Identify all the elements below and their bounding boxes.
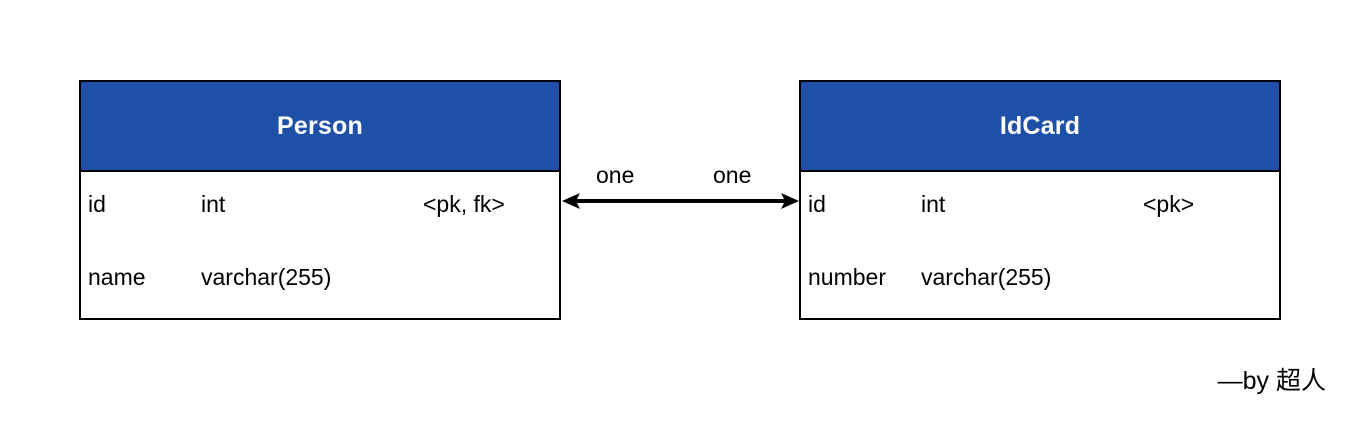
- entity-person-title: Person: [277, 111, 363, 140]
- entity-person-body: id int <pk, fk> name varchar(255): [81, 172, 559, 318]
- field-name: number: [808, 264, 886, 290]
- field-type: int: [921, 191, 946, 217]
- cardinality-label-left: one: [596, 162, 635, 188]
- author-signature: —by 超人: [1217, 367, 1326, 395]
- entity-person[interactable]: Person id int <pk, fk> name varchar(255): [79, 80, 561, 320]
- relationship-connector[interactable]: one one: [561, 160, 800, 220]
- field-key-badge: <pk, fk>: [423, 191, 505, 217]
- field-name: id: [88, 191, 106, 217]
- field-key-badge: <pk>: [1143, 191, 1195, 217]
- entity-idcard[interactable]: IdCard id int <pk> number varchar(255): [799, 80, 1281, 320]
- table-row[interactable]: name varchar(255): [81, 259, 559, 295]
- cardinality-label-right: one: [713, 162, 752, 188]
- entity-person-header: Person: [81, 82, 559, 172]
- table-row[interactable]: number varchar(255): [801, 259, 1279, 295]
- field-type: varchar(255): [201, 264, 332, 290]
- table-row[interactable]: id int <pk, fk>: [81, 186, 559, 222]
- double-headed-arrow-icon: [562, 193, 799, 209]
- table-row[interactable]: id int <pk>: [801, 186, 1279, 222]
- field-type: varchar(255): [921, 264, 1052, 290]
- entity-idcard-body: id int <pk> number varchar(255): [801, 172, 1279, 318]
- field-type: int: [201, 191, 226, 217]
- entity-idcard-title: IdCard: [999, 111, 1081, 140]
- entity-idcard-header: IdCard: [801, 82, 1279, 172]
- field-name: id: [808, 191, 826, 217]
- field-name: name: [88, 264, 146, 290]
